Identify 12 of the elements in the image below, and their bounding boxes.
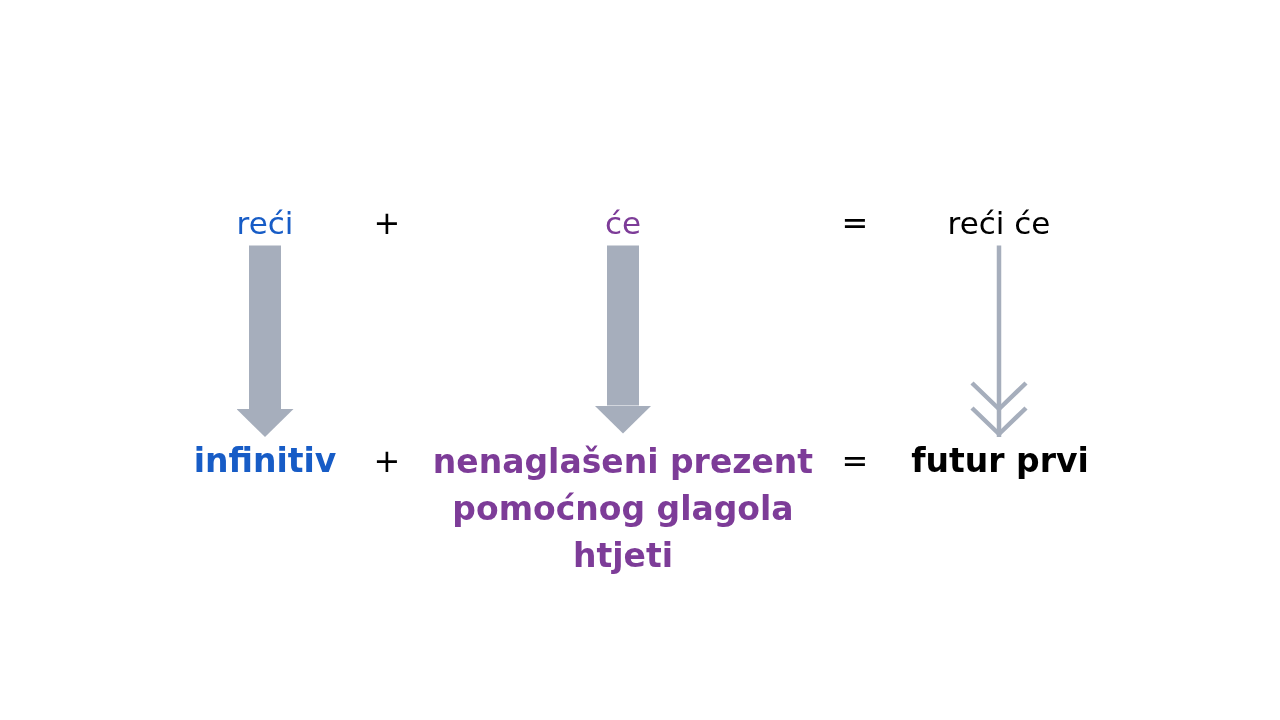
equals-sign: = <box>841 204 869 242</box>
plus-sign: + <box>373 442 401 480</box>
plus-sign: + <box>373 204 401 242</box>
grammar-term: nenaglašeni prezent pomoćnog glagola htjeti <box>428 437 818 579</box>
grammar-term: infinitiv <box>193 441 337 481</box>
example-phrase: reći će <box>947 204 1051 242</box>
example-word: reći <box>236 204 294 242</box>
example-word: će <box>604 204 642 242</box>
equals-sign: = <box>841 442 869 480</box>
block-arrow <box>236 245 294 437</box>
block-arrow <box>594 245 652 434</box>
grammar-term: futur prvi <box>911 441 1089 481</box>
